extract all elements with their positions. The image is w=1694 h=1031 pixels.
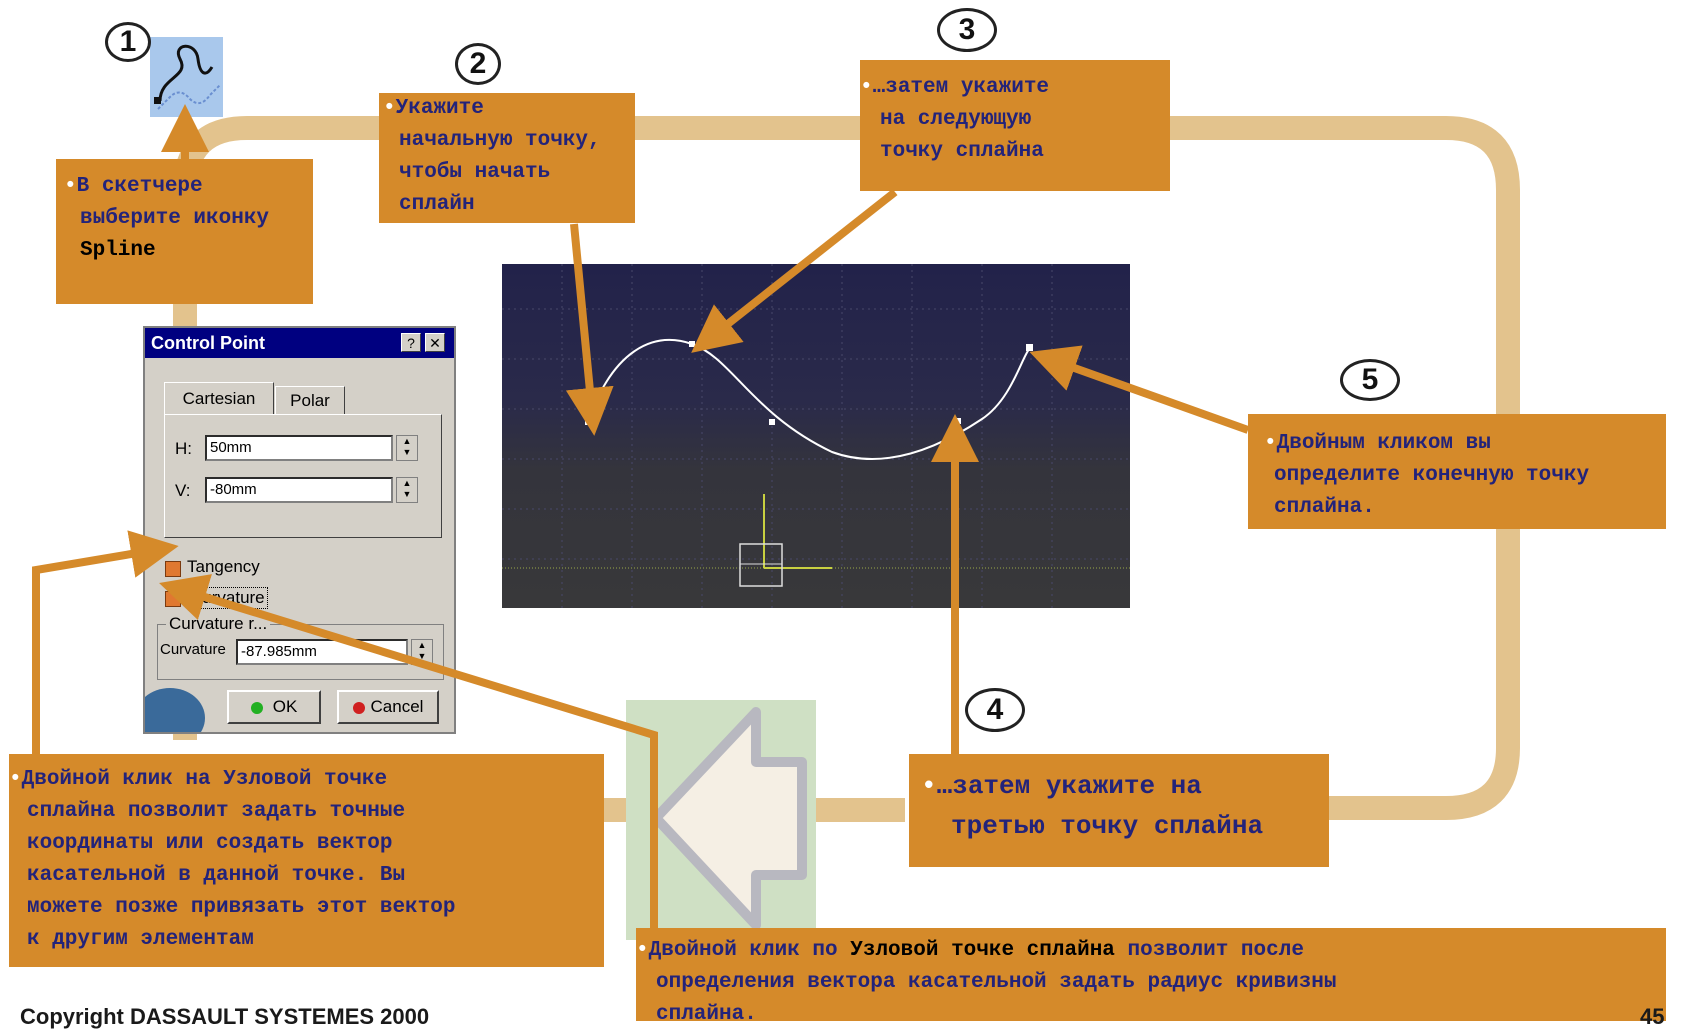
cartesian-panel: H: 50mm ▲▼ V: -80mm ▲▼ xyxy=(164,414,442,538)
bullet: • xyxy=(921,771,937,801)
ok-button[interactable]: OK xyxy=(227,690,321,724)
tab-cartesian[interactable]: Cartesian xyxy=(164,382,274,414)
spline-canvas xyxy=(502,264,1130,608)
callout-step-5: •Двойным кликом вы определите конечную т… xyxy=(1248,414,1666,529)
bullet: • xyxy=(9,768,22,791)
curvature-group-label: Curvature r... xyxy=(166,614,271,634)
v-label: V: xyxy=(175,481,191,500)
cad-viewport[interactable] xyxy=(502,264,1130,608)
cancel-button[interactable]: Cancel xyxy=(337,690,439,724)
callout-step-3: •…затем укажите на следующую точку сплай… xyxy=(860,60,1170,191)
callout-text: Двойным кликом вы xyxy=(1276,432,1491,455)
callout-text: к другим элементам xyxy=(27,928,254,951)
callout-text: координаты или создать вектор xyxy=(27,832,393,855)
big-arrow-graphic xyxy=(626,700,816,940)
callout-text: Укажите xyxy=(395,97,484,120)
callout-text: Двойной клик по xyxy=(648,939,851,962)
page-number: 45 xyxy=(1640,1004,1665,1029)
ok-status-icon xyxy=(250,701,263,714)
step-number-3: 3 xyxy=(937,8,997,52)
tangency-checkbox[interactable] xyxy=(165,561,181,577)
callout-text-emphasis: Узловой точке сплайна xyxy=(850,939,1115,962)
h-label: H: xyxy=(175,439,192,458)
bullet: • xyxy=(860,76,873,99)
step-number-2: 2 xyxy=(455,43,501,85)
cancel-label: Cancel xyxy=(370,697,424,716)
callout-text: начальную точку, xyxy=(399,129,601,152)
callout-text: можете позже привязать этот вектор xyxy=(27,896,456,919)
cancel-status-icon xyxy=(352,701,365,714)
callout-text: точку сплайна xyxy=(880,140,1044,163)
step-number-4: 4 xyxy=(965,688,1025,732)
callout-text: …затем укажите xyxy=(872,76,1050,99)
callout-text: определения вектора касательной задать р… xyxy=(656,971,1337,994)
h-spinner[interactable]: ▲▼ xyxy=(396,435,418,461)
left-arrow-icon xyxy=(651,707,807,930)
spline-tool-icon[interactable] xyxy=(150,37,223,117)
tab-polar[interactable]: Polar xyxy=(275,386,345,414)
curvature-input[interactable]: -87.985mm xyxy=(236,639,408,665)
callout-step-4: •…затем укажите на третью точку сплайна xyxy=(909,754,1329,867)
tangency-label: Tangency xyxy=(187,557,260,576)
v-spinner[interactable]: ▲▼ xyxy=(396,477,418,503)
help-button[interactable]: ? xyxy=(401,333,421,352)
callout-text: сплайна позволит задать точные xyxy=(27,800,406,823)
curvature-spinner[interactable]: ▲▼ xyxy=(411,639,433,665)
curvature-label: Curvature xyxy=(160,641,226,658)
callout-text: сплайна. xyxy=(656,1003,757,1026)
callout-text: позволит после xyxy=(1114,939,1304,962)
curvature-group: Curvature r... Curvature -87.985mm ▲▼ xyxy=(157,614,444,680)
callout-text: третью точку сплайна xyxy=(951,811,1264,841)
callout-control-point: •Двойной клик на Узловой точке сплайна п… xyxy=(9,754,604,967)
ok-label: OK xyxy=(272,697,298,716)
callout-text: чтобы начать xyxy=(399,161,551,184)
callout-curvature: •Двойной клик по Узловой точке сплайна п… xyxy=(636,928,1666,1026)
bullet: • xyxy=(1264,432,1277,455)
v-input[interactable]: -80mm xyxy=(205,477,393,503)
callout-text: сплайна. xyxy=(1274,496,1375,519)
step-number-5: 5 xyxy=(1340,359,1400,401)
close-button[interactable]: ✕ xyxy=(425,333,445,352)
curvature-checkbox[interactable] xyxy=(165,591,181,607)
copyright-text: Copyright DASSAULT SYSTEMES 2000 xyxy=(20,1004,430,1029)
callout-text: на следующую xyxy=(880,108,1032,131)
bullet: • xyxy=(383,97,396,120)
spline-icon xyxy=(154,44,221,110)
callout-text: касательной в данной точке. Вы xyxy=(27,864,406,887)
callout-text: сплайн xyxy=(399,193,475,216)
step-number-1: 1 xyxy=(105,22,151,62)
callout-text: определите конечную точку xyxy=(1274,464,1590,487)
dialog-corner-graphic xyxy=(145,688,205,732)
callout-text: Двойной клик на Узловой точке xyxy=(21,768,388,791)
control-point-dialog: Control Point ? ✕ Cartesian Polar H: 50m… xyxy=(143,326,456,734)
callout-step-1: •В скетчере выберите иконку Spline xyxy=(56,159,313,304)
callout-text: выберите иконку xyxy=(80,207,270,230)
callout-text: Spline xyxy=(80,239,156,262)
callout-step-2: •Укажите начальную точку, чтобы начать с… xyxy=(379,93,635,223)
callout-text: В скетчере xyxy=(76,175,203,198)
bullet: • xyxy=(64,175,77,198)
callout-text: …затем укажите на xyxy=(936,771,1202,801)
h-input[interactable]: 50mm xyxy=(205,435,393,461)
curvature-check-label: Curvature xyxy=(187,587,268,609)
bullet: • xyxy=(636,939,649,962)
